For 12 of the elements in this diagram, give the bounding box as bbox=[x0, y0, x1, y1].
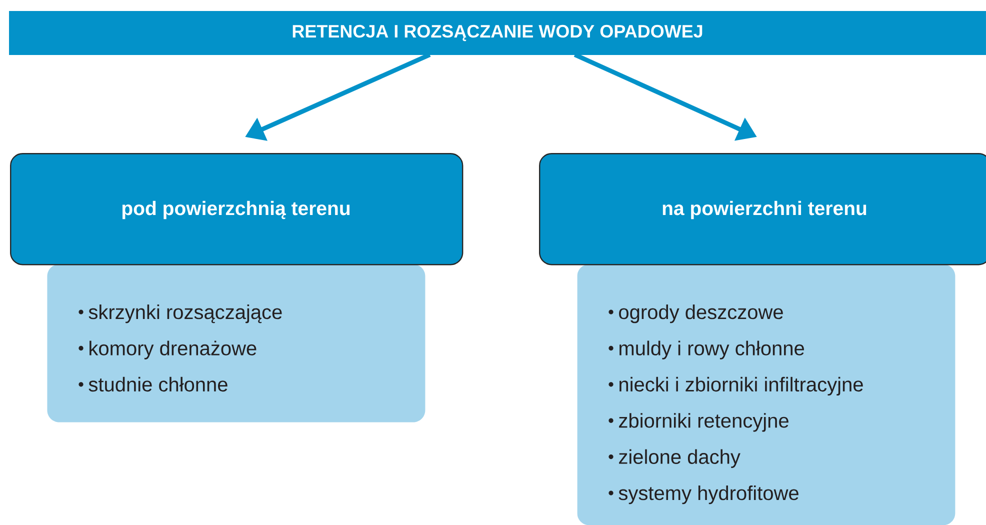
list-item: skrzynki rozsączające bbox=[88, 304, 282, 324]
list-item: systemy hydrofitowe bbox=[618, 486, 798, 504]
list-item: muldy i rowy chłonne bbox=[620, 340, 804, 360]
list-item: ogrody deszczowe bbox=[619, 304, 783, 324]
list-item: zielone dachy bbox=[619, 449, 740, 468]
list-item: studnie chłonne bbox=[88, 376, 228, 392]
list-item: zbiorniki retencyjne bbox=[619, 413, 788, 432]
title-band: RETENCJA I ROZSĄCZANIE WODY OPADOWEJ bbox=[9, 11, 986, 55]
category-box: na powierzchni terenu bbox=[539, 153, 986, 266]
list-item: niecki i zbiorniki infiltracyjne bbox=[620, 376, 863, 396]
list-item: komory drenażowe bbox=[90, 340, 256, 360]
category-box: pod powierzchnią terenu bbox=[10, 153, 464, 266]
